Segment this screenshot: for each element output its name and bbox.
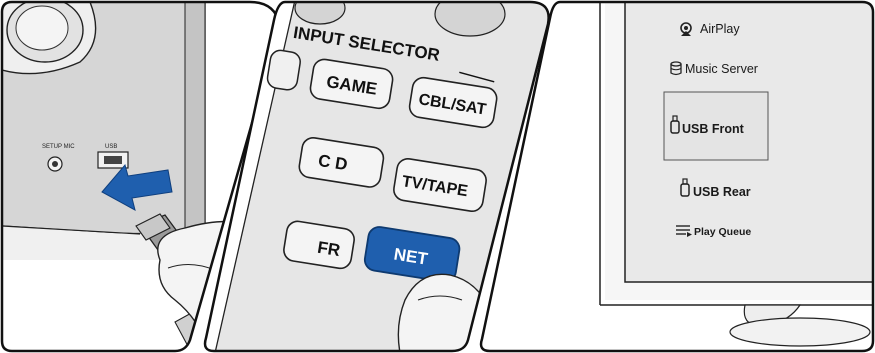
menu-label-usb-rear: USB Rear bbox=[693, 185, 751, 199]
menu-label-music-server: Music Server bbox=[685, 62, 758, 76]
menu-item-usb-front[interactable]: USB Front bbox=[664, 92, 768, 160]
partial-button-left[interactable] bbox=[266, 49, 302, 91]
menu-label-usb-front: USB Front bbox=[682, 122, 745, 136]
menu-item-music-server[interactable]: Music Server bbox=[671, 62, 758, 76]
partial-button-fr-label: FR bbox=[316, 238, 341, 260]
menu-label-airplay: AirPlay bbox=[700, 22, 740, 36]
menu-label-play-queue: Play Queue bbox=[694, 226, 751, 238]
setup-mic-label: SETUP MIC bbox=[42, 144, 75, 150]
usb-port-label: USB bbox=[105, 144, 117, 150]
